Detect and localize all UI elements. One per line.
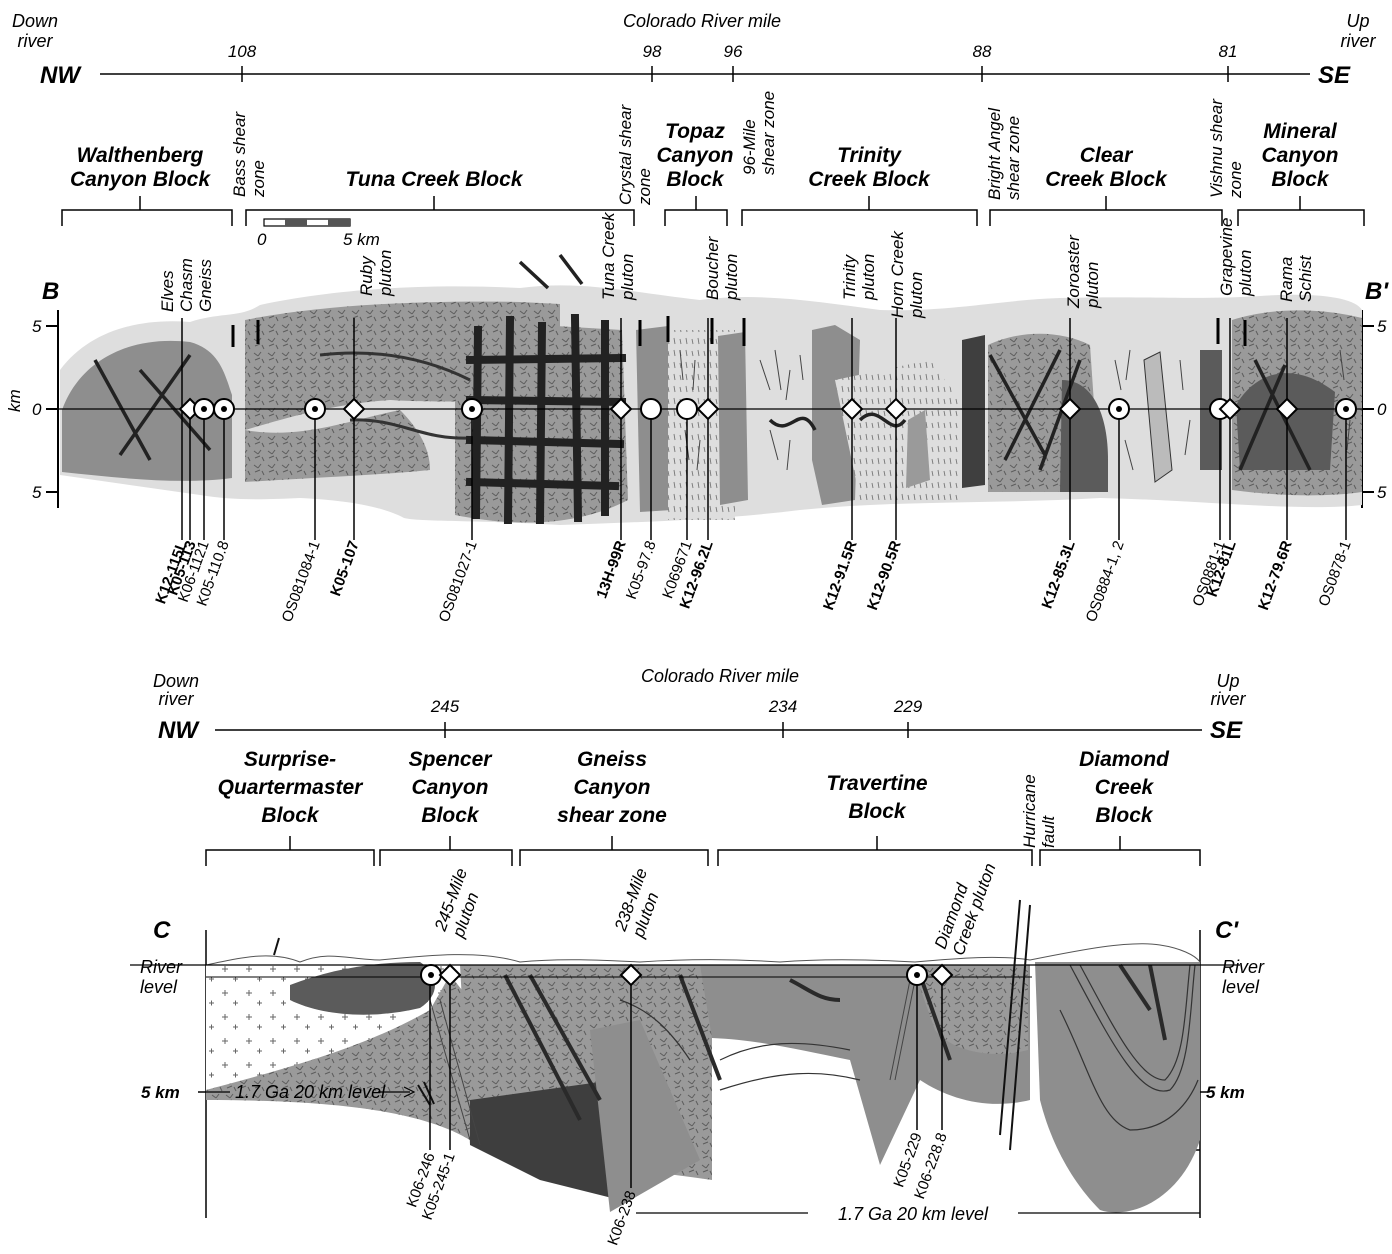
nw-label: NW xyxy=(40,62,82,89)
unit-label: Trinitypluton xyxy=(840,253,878,301)
sample-label: K05-107 xyxy=(327,539,363,599)
km-axis-label: km xyxy=(5,389,24,412)
sample-label: OS0878-1 xyxy=(1315,539,1354,609)
unit-label: RamaSchist xyxy=(1277,254,1315,302)
mile-tick-label: 234 xyxy=(768,697,797,716)
mile-tick-label: 229 xyxy=(893,697,923,716)
depth-label: 0 xyxy=(1377,400,1387,419)
nw-label: NW xyxy=(158,717,200,744)
unit-label: Tuna Creekpluton xyxy=(599,211,637,301)
sample-label: K12-91.5R xyxy=(820,538,861,612)
unit-label: Horn Creekpluton xyxy=(888,230,926,319)
svg-text:0: 0 xyxy=(257,230,267,249)
depth-axis-right xyxy=(1362,310,1374,508)
cross-section-c-geology xyxy=(130,900,1240,1212)
sample-label: K12-79.6R xyxy=(1255,538,1296,612)
mile-tick-label: 98 xyxy=(643,42,662,61)
circle-marker xyxy=(677,399,697,419)
depth-label: 5 km xyxy=(141,1083,180,1102)
se-label: SE xyxy=(1210,717,1243,744)
unit-label: DiamondCreek pluton xyxy=(931,854,1000,958)
circle-marker xyxy=(641,399,661,419)
unit-label: Zoroasterpluton xyxy=(1064,234,1102,309)
depth-label: 5 xyxy=(32,483,42,502)
shear-zone-label: Vishnu shearzone xyxy=(1207,98,1245,199)
sample-label: K12-85.3L xyxy=(1039,539,1079,611)
river-mile-axis-title: Colorado River mile xyxy=(623,11,781,31)
depth-axis-left xyxy=(46,310,58,508)
mile-tick-label: 88 xyxy=(973,42,992,61)
sample-label: OS0884-1, 2 xyxy=(1083,539,1128,625)
depth-label: 5 km xyxy=(1206,1083,1245,1102)
unit-label: Boucherpluton xyxy=(703,235,741,301)
se-label: SE xyxy=(1318,62,1351,89)
sample-label: OS081084-1 xyxy=(279,539,324,625)
shear-zone-label: Bright Angelshear zone xyxy=(985,107,1023,200)
depth-label: 0 xyxy=(32,400,42,419)
section-end-label: C' xyxy=(1215,917,1239,944)
fault-label: Hurricanefault xyxy=(1020,774,1058,848)
mile-tick-label: 81 xyxy=(1219,42,1238,61)
section-end-label: B xyxy=(42,278,59,305)
unit-label: 245-Milepluton xyxy=(431,866,489,941)
sample-label: K12-90.5R xyxy=(864,538,905,612)
shear-zone-label: Bass shearzone xyxy=(230,111,268,198)
mile-tick-label: 245 xyxy=(430,697,460,716)
level-20km-label: 1.7 Ga 20 km level xyxy=(235,1082,386,1102)
block-brackets xyxy=(62,196,1364,226)
level-20km-label: 1.7 Ga 20 km level xyxy=(838,1204,989,1224)
section-end-label: B' xyxy=(1365,278,1389,305)
section-end-label: C xyxy=(153,917,171,944)
unit-label: ElvesChasmGneiss xyxy=(158,258,215,312)
sample-label: K05-97.8 xyxy=(623,539,660,602)
unit-label: Grapevinepluton xyxy=(1217,218,1255,297)
block-label: Tuna Creek Block xyxy=(345,168,523,191)
scale-bar: 0 5 km xyxy=(257,219,380,249)
depth-label: 5 xyxy=(1377,317,1387,336)
depth-label: 5 xyxy=(1377,483,1387,502)
depth-label: 5 xyxy=(32,317,42,336)
river-mile-axis-title: Colorado River mile xyxy=(641,666,799,686)
shear-zone-label: Crystal shearzone xyxy=(616,104,654,206)
sample-label: OS081027-1 xyxy=(436,539,481,625)
mile-tick-label: 108 xyxy=(228,42,257,61)
unit-label: Rubypluton xyxy=(357,250,395,297)
mile-tick-label: 96 xyxy=(724,42,743,61)
shear-zone-label: 96-Mileshear zone xyxy=(740,91,778,175)
unit-label: 238-Milepluton xyxy=(611,866,669,941)
svg-text:5 km: 5 km xyxy=(343,230,380,249)
